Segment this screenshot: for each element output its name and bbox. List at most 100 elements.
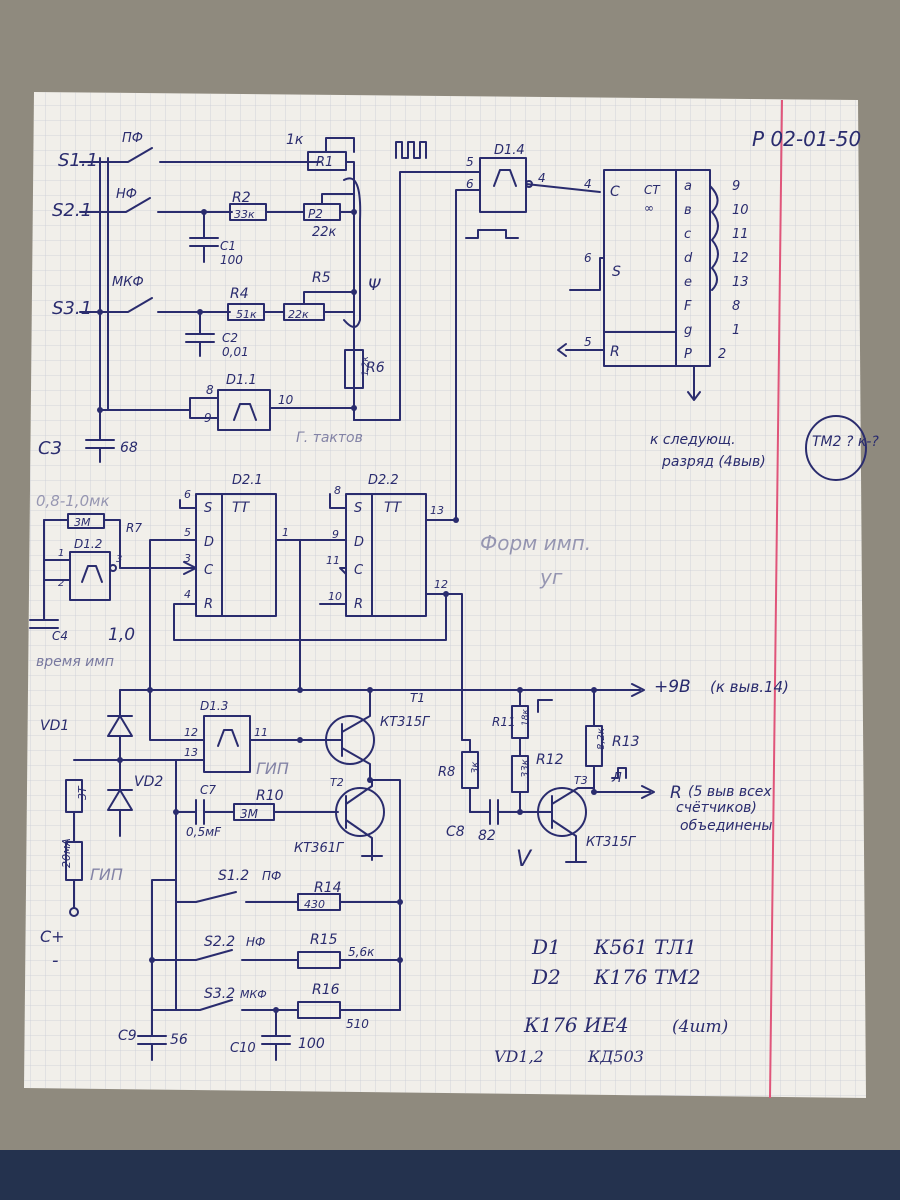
s22-mode: НФ — [246, 935, 265, 949]
diode-fuse-block — [65, 689, 177, 1011]
r14-label: R14 — [314, 880, 342, 896]
counter-pin-s-num: 6 — [584, 251, 592, 265]
parts-part: (4шт) — [672, 1017, 728, 1037]
r15-value: 5,6к — [348, 945, 375, 959]
parts-part: КД503 — [587, 1047, 644, 1066]
blue-object-edge — [0, 1150, 900, 1200]
r4-label: R4 — [230, 286, 249, 302]
t1-model: КТ315Г — [380, 715, 431, 730]
d22-pin-r: 10 — [328, 590, 342, 603]
s12-mode: ПФ — [262, 869, 281, 883]
switch-s21-label: S2.1 — [52, 200, 92, 221]
c-plus-label: С+ — [40, 927, 65, 946]
d12-name: D1.2 — [74, 537, 102, 551]
corner-code: P 02-01-50 — [752, 127, 861, 151]
s32-label: S3.2 — [204, 986, 235, 1002]
t2-label: T2 — [330, 776, 344, 789]
r8-value: 3к — [470, 762, 481, 774]
counter-pin: 8 — [732, 299, 740, 314]
c2-label: C2 — [222, 331, 238, 345]
reset-output-label: R — [670, 783, 682, 803]
t3-label: T3 — [574, 774, 588, 787]
r2-label: R2 — [232, 190, 251, 206]
c4-value: 1,0 — [108, 625, 135, 645]
clock-gate-d11 — [85, 171, 461, 463]
reset-note-b: счётчиков) — [676, 800, 757, 816]
counter-title: CT — [644, 183, 661, 197]
side-note: TM2 ? к-? — [812, 434, 879, 450]
mode-select-network — [137, 879, 403, 1061]
r16-label: R16 — [312, 982, 340, 998]
counter-pin: 10 — [732, 203, 749, 218]
r14-value: 430 — [304, 898, 325, 911]
p2-label: P2 — [308, 207, 323, 221]
d22-in-c: C — [354, 563, 364, 578]
d11-pin-in: 9 — [204, 411, 212, 425]
d11-pin-top: 8 — [206, 383, 214, 397]
d21-pin-d: 5 — [184, 526, 191, 539]
r15-label: R15 — [310, 932, 338, 948]
d22-pin-d: 9 — [332, 528, 339, 541]
counter-outputs: a в c d e F g P 9 10 11 12 13 8 1 2 — [684, 179, 749, 362]
flip-flops-d2 — [119, 493, 463, 741]
r4-value: 51к — [236, 308, 257, 321]
d22-pin-c: 11 — [326, 554, 340, 567]
r7-label: R7 — [126, 521, 142, 535]
r13-label: R13 — [612, 734, 640, 750]
r5-value: 22к — [288, 308, 309, 321]
d21-name: D2.1 — [232, 473, 263, 488]
d21-in-d: D — [204, 535, 214, 550]
d22-in-r: R — [354, 597, 363, 612]
counter-out: e — [684, 275, 692, 290]
d13-pin-out: 11 — [254, 726, 268, 739]
power-note: (к выв.14) — [710, 678, 789, 696]
r11-label: R11 — [492, 715, 516, 729]
c7-value: 0,5мF — [186, 825, 222, 839]
side-note-circle — [805, 415, 867, 481]
r6-value: 1,2к — [361, 356, 371, 376]
fuse-value: 3T — [76, 785, 89, 800]
d21-pin-s: 6 — [184, 488, 191, 501]
r12-value: 33к — [520, 759, 531, 778]
d21-pin-r: 4 — [184, 588, 191, 601]
counter-pin-c-label: C — [610, 184, 620, 200]
c2-value: 0,01 — [222, 345, 249, 359]
d21-pin-q: 1 — [282, 526, 289, 539]
gip-oscillator — [173, 689, 401, 1011]
r10-label: R10 — [256, 788, 284, 804]
switch-s21-mode: НФ — [116, 187, 137, 202]
c-minus-label: - — [52, 950, 59, 971]
former-label: Форм имп. — [480, 531, 591, 555]
counter-pin: 2 — [718, 347, 726, 362]
c1-label: C1 — [220, 239, 236, 253]
d13-name: D1.3 — [200, 699, 228, 713]
gate-d14 — [455, 157, 601, 521]
switch-s31-label: S3.1 — [52, 298, 92, 319]
d14-pin-a: 5 — [466, 155, 474, 169]
p2-value: 22к — [312, 225, 337, 240]
counter-out: g — [684, 323, 692, 338]
d13-pin-b: 13 — [184, 746, 198, 759]
counter-out: d — [684, 251, 693, 266]
v-mark: V — [516, 847, 533, 872]
switch-s31-mode: МКФ — [112, 275, 144, 290]
d22-in-s: S — [354, 501, 362, 516]
c8-label: C8 — [446, 824, 465, 840]
d22-pin-s: 8 — [334, 484, 341, 497]
d14-pin-out: 4 — [538, 171, 546, 185]
r1-value: 1к — [286, 132, 304, 148]
d13-pin-a: 12 — [184, 726, 198, 739]
counter-pin: 12 — [732, 251, 749, 266]
parts-ref: К176 ИЕ4 — [523, 1013, 629, 1037]
parts-part: К176 ТМ2 — [593, 965, 701, 989]
counter-out: a — [684, 179, 692, 194]
r8-label: R8 — [438, 765, 455, 780]
c3-label: C3 — [38, 438, 62, 459]
r16-value: 510 — [346, 1017, 369, 1031]
counter-out: c — [684, 227, 691, 242]
reset-note-a: (5 выв всех — [688, 784, 772, 800]
former-label-b: уг — [539, 565, 563, 589]
gip-label-a: ГИП — [256, 759, 289, 778]
counter-pin-r-num: 5 — [584, 335, 592, 349]
